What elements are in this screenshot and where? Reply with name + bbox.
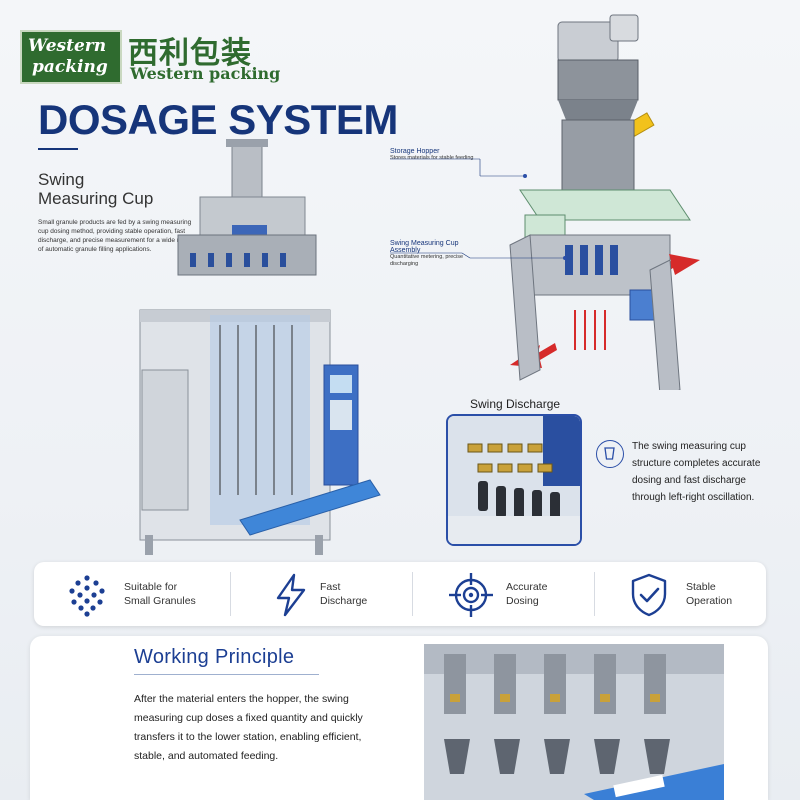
shield-check-icon: [631, 573, 667, 617]
feature-label-1: Accurate: [506, 581, 548, 593]
callout-leader-line: [390, 158, 527, 178]
hopper-assembly-illustration: [509, 14, 700, 390]
feature-label-2: Discharge: [320, 595, 368, 607]
swing-discharge-inset: [446, 414, 582, 546]
feature-small-granules: Suitable for Small Granules: [34, 562, 217, 626]
working-principle-text: After the material enters the hopper, th…: [134, 693, 363, 762]
callout-storage-hopper: Storage Hopper Stores materials for stab…: [390, 148, 490, 162]
dosing-cups-image: [424, 644, 724, 800]
feature-label-1: Stable: [686, 581, 716, 593]
title-accent-line: [38, 148, 78, 150]
swing-discharge-title: Swing Discharge: [470, 397, 561, 411]
feature-fast-discharge: Fast Discharge: [234, 562, 417, 626]
callout-desc: Quantitative metering, precise dischargi…: [390, 254, 464, 267]
page-title: DOSAGE SYSTEM: [38, 96, 398, 143]
logo-badge-line2: packing: [32, 57, 108, 77]
working-principle-panel: Working Principle After the material ent…: [30, 636, 768, 800]
feature-label-2: Dosing: [506, 595, 539, 607]
callout-label: Swing Measuring Cup Assembly: [390, 240, 459, 254]
working-principle-underline: [134, 674, 319, 675]
callout-desc: Stores materials for stable feeding: [390, 155, 474, 161]
feature-divider: [230, 572, 231, 616]
working-principle-title: Working Principle: [134, 646, 295, 668]
logo-english-name: Western packing: [130, 64, 281, 83]
granules-icon: [69, 575, 105, 617]
callout-measuring-cup: Swing Measuring Cup Assembly Quantitativ…: [390, 240, 470, 268]
feature-divider: [412, 572, 413, 616]
feature-divider: [594, 572, 595, 616]
brand-logo-badge: Western packing: [20, 30, 122, 84]
callout-label: Storage Hopper: [390, 148, 440, 155]
feature-label-1: Suitable for: [124, 581, 178, 593]
packing-machine-illustration: [139, 139, 381, 555]
swing-discharge-image: [448, 416, 580, 544]
callout-leader-line: [390, 252, 567, 260]
feature-stable-operation: Stable Operation: [596, 562, 779, 626]
lightning-icon: [276, 573, 306, 617]
measuring-cup-icon: [596, 440, 624, 468]
subtitle-line2: Measuring Cup: [38, 189, 154, 208]
logo-chinese-name: 西利包装: [128, 36, 252, 71]
feature-label-2: Operation: [686, 595, 733, 607]
feature-label-2: Small Granules: [124, 595, 196, 607]
crosshair-icon: [449, 573, 493, 617]
dosing-cups-photo: [424, 644, 724, 800]
subtitle-description: Small granule products are fed by a swin…: [38, 219, 194, 253]
features-bar: Suitable for Small Granules Fast Dischar…: [34, 562, 766, 626]
section-subtitle: Swing Measuring Cup: [38, 170, 188, 208]
subtitle-line1: Swing: [38, 170, 85, 189]
feature-label-1: Fast: [320, 581, 341, 593]
feature-accurate-dosing: Accurate Dosing: [416, 562, 599, 626]
logo-badge-line1: Western: [28, 36, 107, 56]
swing-discharge-note: The swing measuring cup structure comple…: [632, 441, 761, 503]
